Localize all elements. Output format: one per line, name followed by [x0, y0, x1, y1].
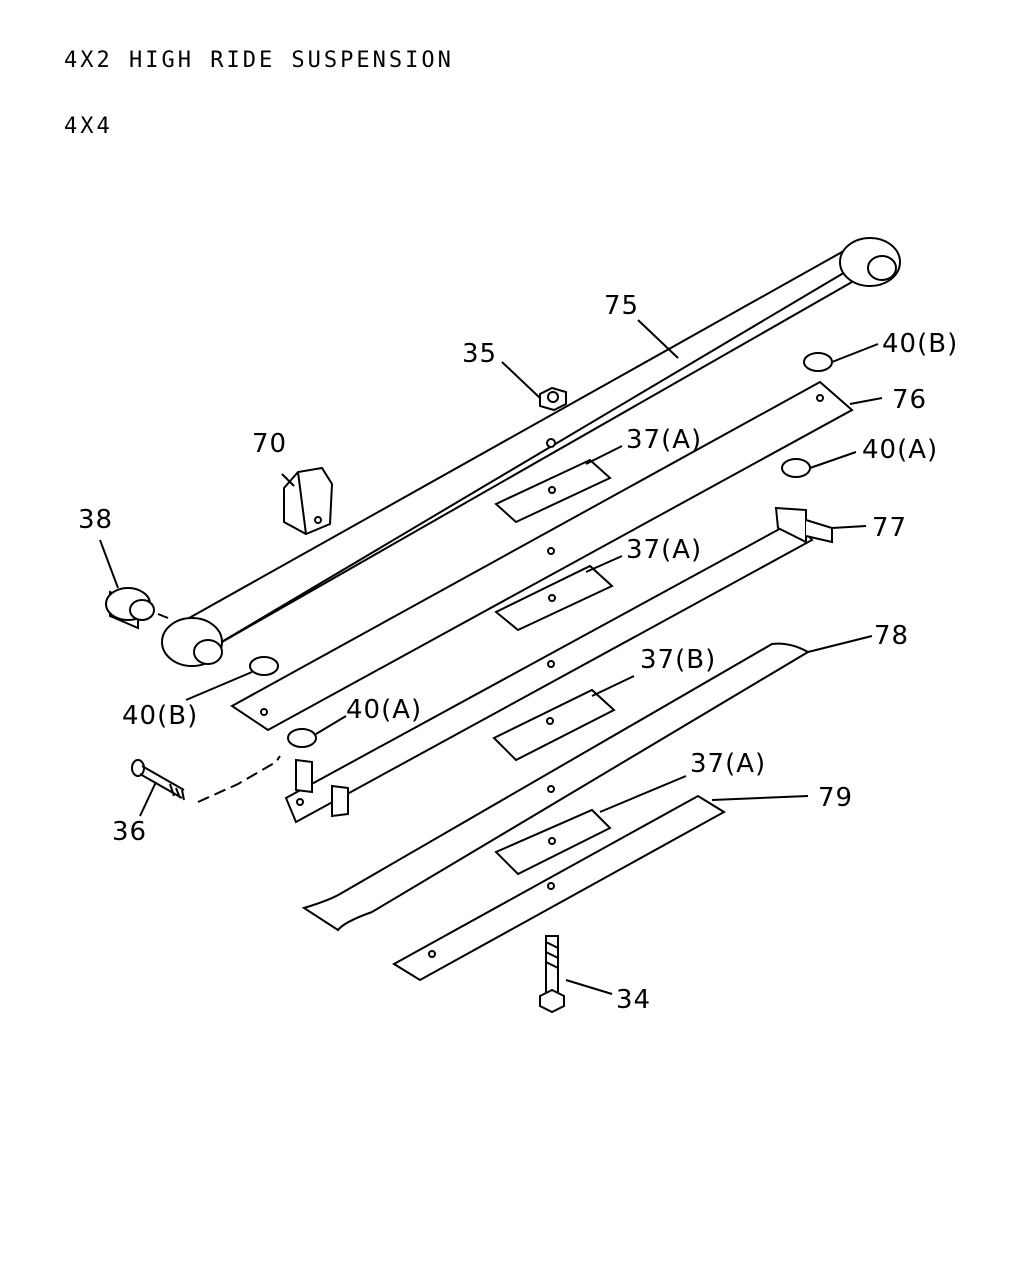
callout-40b-top: 40(B) — [882, 329, 958, 359]
callout-40b-left: 40(B) — [122, 701, 198, 731]
leader-lines — [99, 319, 883, 995]
part-70-bump-stopper[interactable] — [283, 466, 334, 536]
callout-70: 70 — [252, 429, 287, 459]
part-79-bottom-leaf[interactable] — [392, 794, 726, 982]
part-76-second-leaf[interactable] — [230, 380, 854, 732]
callout-37b: 37(B) — [640, 645, 716, 675]
callout-77: 77 — [872, 513, 907, 543]
callout-40a-top: 40(A) — [862, 435, 938, 465]
callout-34: 34 — [616, 985, 651, 1015]
callout-36: 36 — [112, 817, 147, 847]
diagram-header: 4X2 HIGH RIDE SUSPENSION 4X4 — [64, 6, 454, 160]
callout-78: 78 — [874, 621, 909, 651]
callout-40a-mid: 40(A) — [346, 695, 422, 725]
header-subtitle: 4X4 — [64, 114, 113, 139]
part-40b-washer-left[interactable] — [249, 656, 279, 676]
callout-79: 79 — [818, 783, 853, 813]
callout-75: 75 — [604, 291, 639, 321]
part-78-fourth-leaf[interactable] — [301, 642, 811, 932]
part-77-third-leaf[interactable] — [284, 506, 833, 824]
part-40a-washer-top[interactable] — [781, 458, 811, 478]
part-40a-washer-mid[interactable] — [287, 728, 317, 748]
part-75-main-leaf[interactable] — [161, 237, 901, 667]
part-38-bushing[interactable] — [105, 587, 169, 630]
callout-37a-3: 37(A) — [690, 749, 766, 779]
part-35-nut[interactable] — [539, 386, 567, 412]
callout-37a-1: 37(A) — [626, 425, 702, 455]
part-37b-pad[interactable] — [492, 688, 616, 762]
callout-37a-2: 37(A) — [626, 535, 702, 565]
part-40b-washer-top[interactable] — [803, 352, 833, 372]
callout-76: 76 — [892, 385, 927, 415]
header-title: 4X2 HIGH RIDE SUSPENSION — [64, 48, 454, 73]
callout-35: 35 — [462, 339, 497, 369]
part-36-bolt[interactable] — [131, 755, 281, 803]
callout-38: 38 — [78, 505, 113, 535]
part-34-center-bolt[interactable] — [539, 935, 565, 1014]
